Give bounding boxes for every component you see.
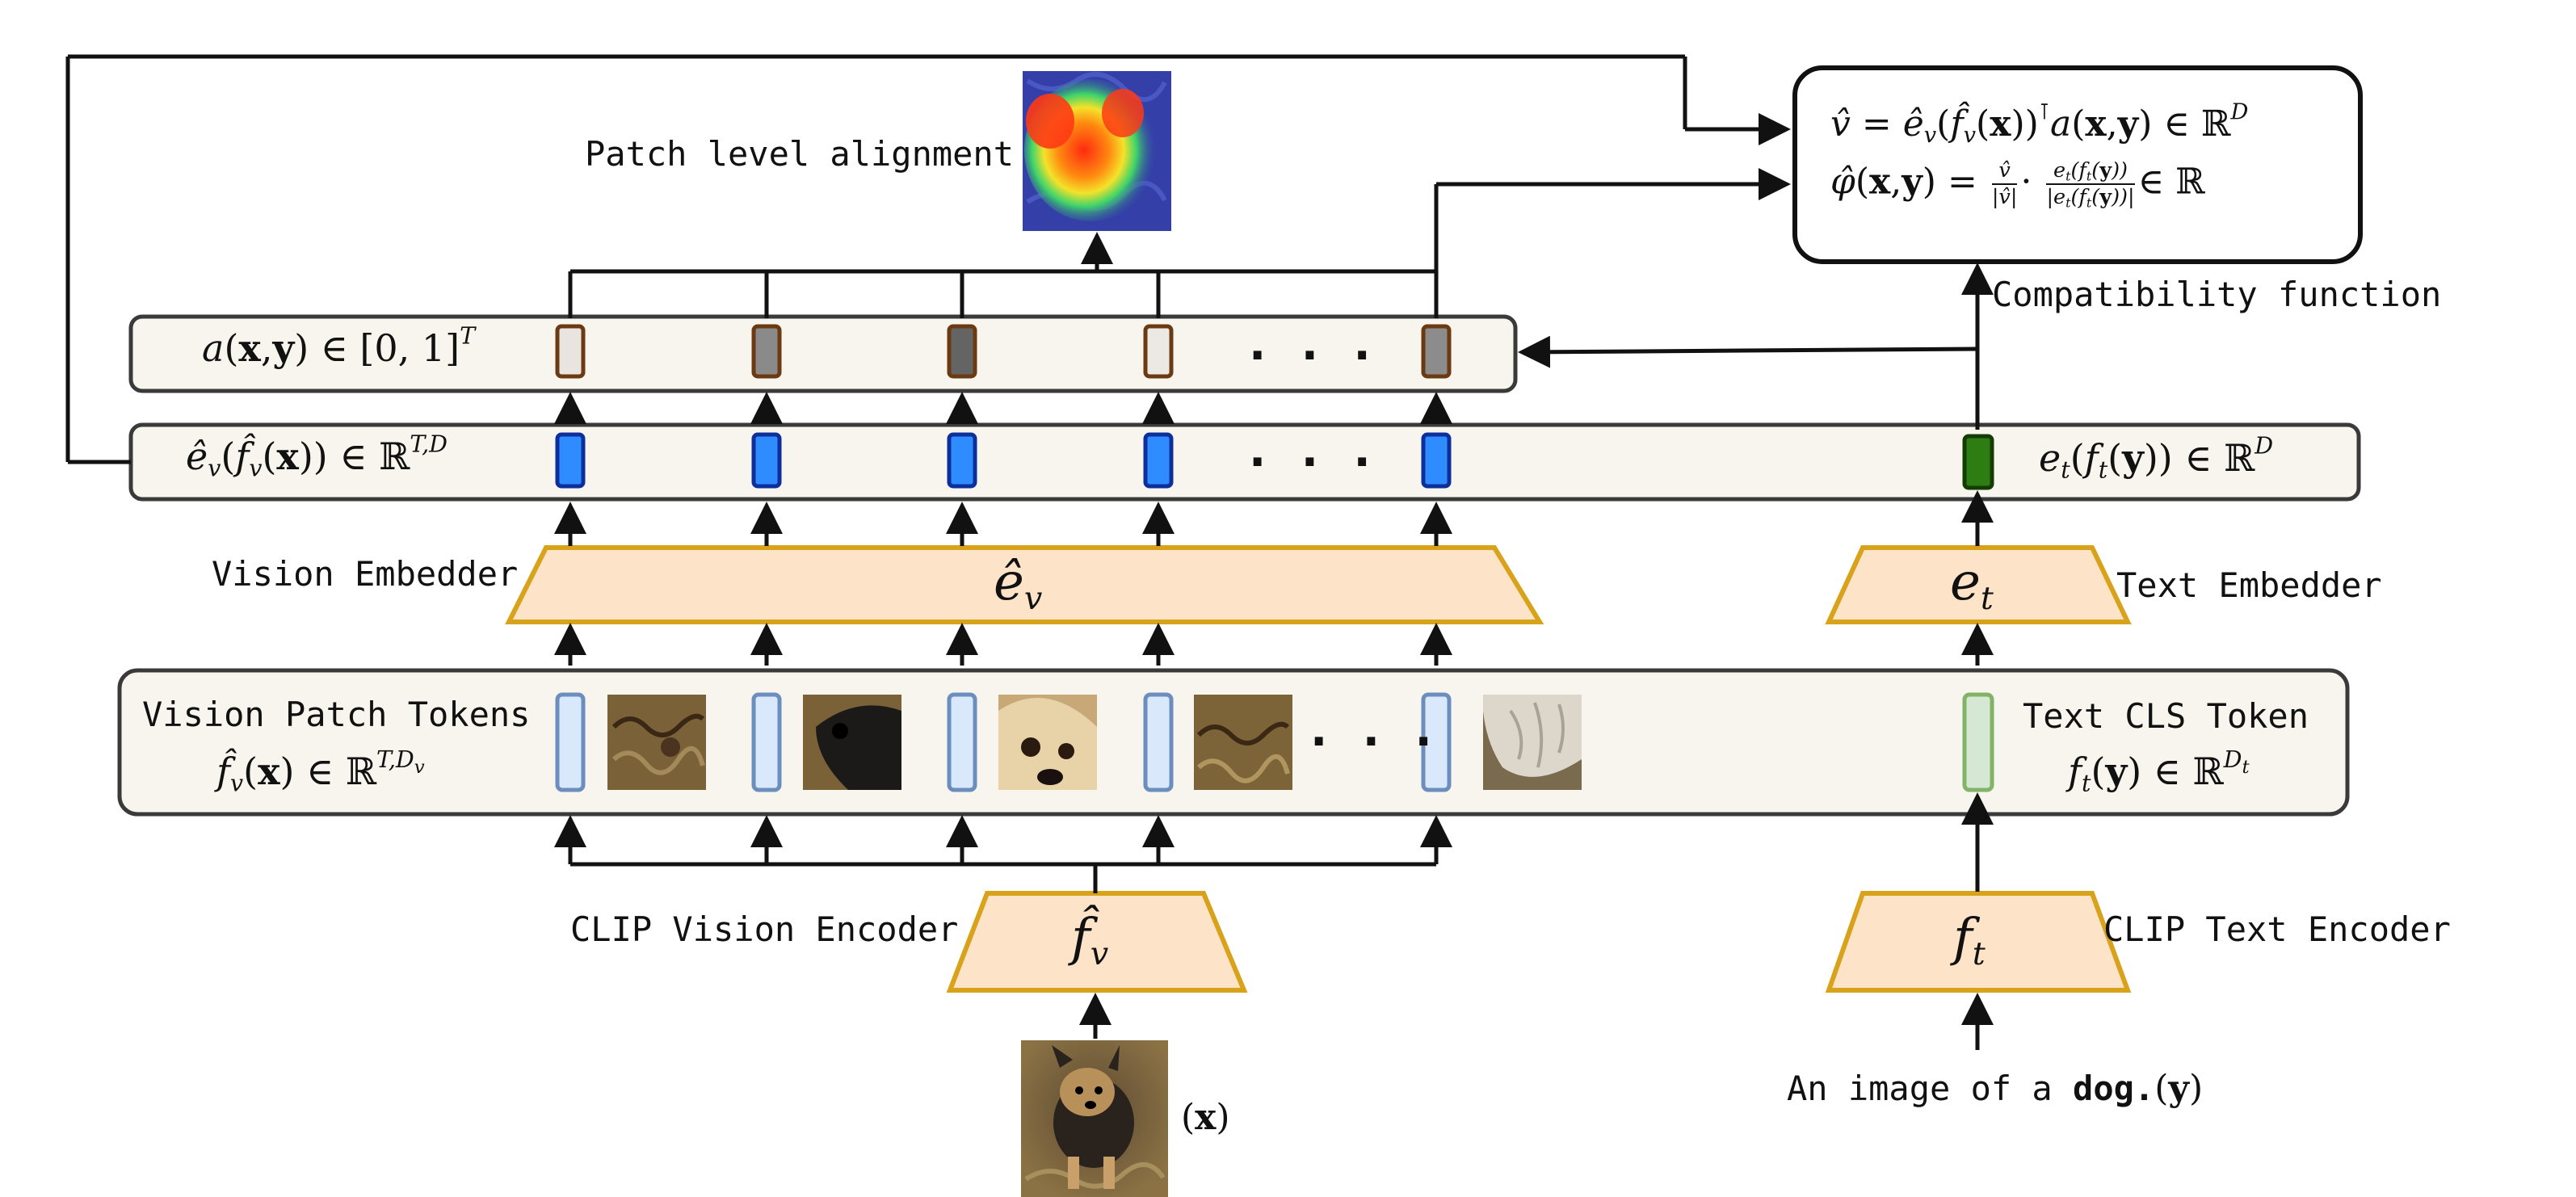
alignment-token bbox=[751, 324, 782, 379]
connectors bbox=[65, 54, 1994, 1050]
compatibility-formula-phi: φ̂(x,y) = v̂|v̂|· et(ft(y))|et(ft(y))|∈ … bbox=[1830, 158, 2205, 211]
image-input-symbol: (x) bbox=[1181, 1097, 1230, 1138]
vision-patch-tokens-label: Vision Patch Tokens bbox=[142, 695, 531, 734]
patch-token bbox=[1421, 692, 1452, 792]
text-input-bold-word: dog. bbox=[2073, 1069, 2155, 1108]
vision-embedder-label: Vision Embedder bbox=[212, 554, 519, 594]
patch-token bbox=[555, 692, 586, 792]
ellipsis-patches: · · · bbox=[1310, 716, 1442, 768]
patch-image bbox=[803, 695, 901, 790]
patch-token bbox=[751, 692, 782, 792]
text-cls-token-label: Text CLS Token bbox=[2023, 696, 2309, 736]
vision-embedder-block bbox=[505, 545, 1544, 624]
text-embedder-block bbox=[1825, 545, 2132, 624]
vision-token-formula: f̂v(x) ∈ ℝT,Dv bbox=[216, 746, 425, 797]
vision-embedding-token bbox=[1143, 432, 1174, 489]
clip-vision-encoder-block bbox=[946, 891, 1248, 993]
alignment-token bbox=[1143, 324, 1174, 379]
compatibility-function-label: Compatibility function bbox=[1992, 275, 2442, 314]
vision-embedding-formula: êv(f̂v(x)) ∈ ℝT,D bbox=[186, 430, 448, 482]
patch-image bbox=[998, 695, 1097, 790]
heatmap-image bbox=[1023, 71, 1171, 231]
vision-embedder-symbol: êv bbox=[994, 552, 1043, 617]
patch-token bbox=[1143, 692, 1174, 792]
patch-image bbox=[607, 695, 706, 790]
text-embedder-label: Text Embedder bbox=[2116, 565, 2382, 605]
alignment-formula: a(x,y) ∈ [0, 1]T bbox=[202, 322, 476, 370]
text-embedding-token bbox=[1962, 434, 1994, 490]
text-cls-token bbox=[1962, 692, 1994, 792]
patch-image bbox=[1483, 695, 1582, 790]
text-input-caption: An image of a dog.(y) bbox=[1787, 1068, 2203, 1109]
patch-image bbox=[1194, 695, 1292, 790]
vision-embedding-token bbox=[947, 432, 977, 489]
compatibility-box bbox=[1792, 65, 2363, 264]
alignment-token bbox=[555, 324, 586, 379]
ellipsis-alignment: · · · bbox=[1249, 330, 1380, 382]
clip-vision-encoder-symbol: f̂v bbox=[1071, 908, 1109, 972]
clip-text-encoder-label: CLIP Text Encoder bbox=[2103, 909, 2451, 949]
vision-embedding-token bbox=[751, 432, 782, 489]
alignment-token bbox=[947, 324, 977, 379]
text-input-prefix: An image of a bbox=[1787, 1069, 2053, 1108]
alignment-token bbox=[1421, 324, 1452, 379]
text-input-symbol: (y) bbox=[2154, 1068, 2204, 1109]
text-embedding-formula: et(ft(y)) ∈ ℝD bbox=[2039, 432, 2274, 484]
clip-vision-encoder-label: CLIP Vision Encoder bbox=[570, 909, 959, 949]
compatibility-formula-v: v̂ = êv(f̂v(x))⊺a(x,y) ∈ ℝD bbox=[1830, 99, 2249, 149]
patch-alignment-label: Patch level alignment bbox=[585, 134, 1015, 174]
ellipsis-embedding: · · · bbox=[1249, 436, 1380, 489]
text-embedder-symbol: et bbox=[1950, 552, 1994, 617]
clip-text-encoder-symbol: ft bbox=[1953, 908, 1986, 972]
clip-text-encoder-block bbox=[1825, 891, 2132, 993]
input-image bbox=[1021, 1040, 1168, 1197]
vision-embedding-token bbox=[555, 432, 586, 489]
vision-embedding-token bbox=[1421, 432, 1452, 489]
patch-token bbox=[947, 692, 977, 792]
text-token-formula: ft(y) ∈ ℝDt bbox=[2068, 746, 2250, 797]
